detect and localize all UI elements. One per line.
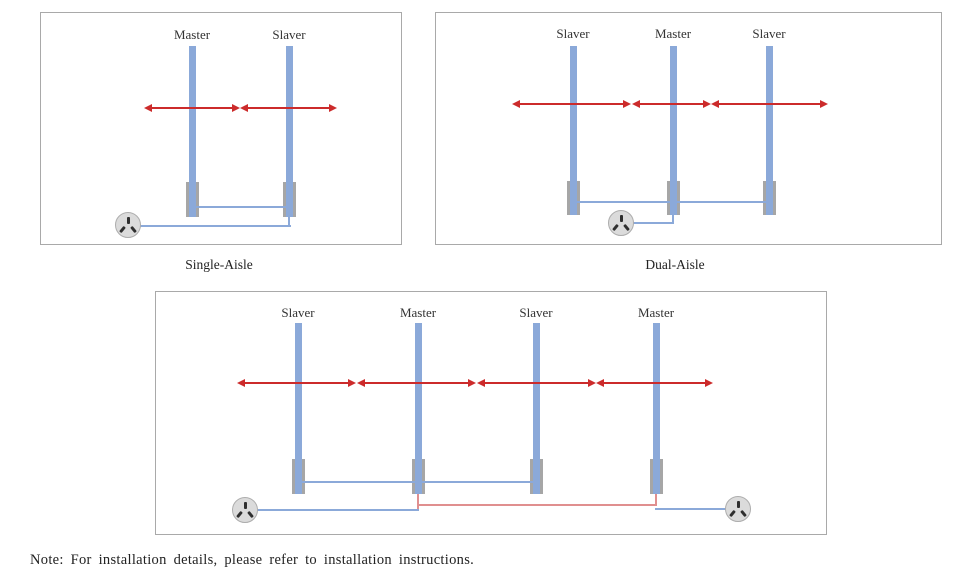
- detection-range-arrow: [144, 104, 240, 112]
- post-label-slaver: Slaver: [519, 305, 553, 320]
- outlet-slot: [736, 501, 740, 508]
- note-text: Note: For installation details, please r…: [30, 552, 475, 568]
- antenna-post-slaver: [765, 46, 773, 215]
- outlet-slot: [243, 502, 247, 509]
- post-label-slaver: Slaver: [556, 26, 590, 41]
- power-outlet-icon: [608, 210, 634, 236]
- outlet-slot: [612, 223, 619, 232]
- outlet-slot: [126, 217, 130, 224]
- detection-range-arrow: [632, 100, 711, 108]
- outlet-slot: [130, 225, 137, 234]
- panel-caption-single-aisle: Single-Aisle: [185, 257, 253, 272]
- antenna-post-slaver: [285, 46, 293, 217]
- detection-range-arrow: [237, 379, 356, 387]
- post-label-master: Master: [399, 305, 437, 320]
- single-aisle-panel: Master Slaver: [40, 12, 402, 245]
- master-link-wire: [417, 494, 419, 511]
- detection-range-arrow: [477, 379, 596, 387]
- antenna-post-slaver: [569, 46, 577, 215]
- antenna-post-master: [414, 323, 422, 494]
- sync-wire: [192, 206, 289, 208]
- antenna-post-slaver: [294, 323, 302, 494]
- outlet-slot: [729, 509, 736, 518]
- power-outlet-icon: [115, 212, 141, 238]
- antenna-post-master: [669, 46, 677, 215]
- power-wire: [655, 508, 738, 510]
- outlet-slot: [119, 225, 126, 234]
- post-label-master: Master: [173, 27, 211, 42]
- power-wire: [245, 509, 419, 511]
- outlet-slot: [619, 215, 623, 222]
- outlet-slot: [740, 509, 747, 518]
- detection-range-arrow: [240, 104, 337, 112]
- detection-range-arrow: [357, 379, 476, 387]
- master-link-wire: [417, 504, 657, 506]
- antenna-post-master: [188, 46, 196, 217]
- power-outlet-icon: [725, 496, 751, 522]
- dual-aisle-panel: Slaver Master Slaver: [435, 12, 942, 245]
- antenna-post-slaver: [532, 323, 540, 494]
- antenna-post-master: [652, 323, 660, 494]
- post-label-slaver: Slaver: [272, 27, 306, 42]
- detection-range-arrow: [596, 379, 713, 387]
- detection-range-arrow: [512, 100, 631, 108]
- multi-aisle-panel: Slaver Master Slaver Master: [155, 291, 827, 535]
- detection-range-arrow: [711, 100, 828, 108]
- post-label-master: Master: [637, 305, 675, 320]
- outlet-slot: [623, 223, 630, 232]
- power-outlet-icon: [232, 497, 258, 523]
- outlet-slot: [236, 510, 243, 519]
- power-wire: [672, 214, 674, 224]
- power-wire: [621, 222, 674, 224]
- power-wire: [288, 215, 290, 227]
- master-link-wire: [655, 494, 657, 506]
- post-label-master: Master: [654, 26, 692, 41]
- post-label-slaver: Slaver: [752, 26, 786, 41]
- post-label-slaver: Slaver: [281, 305, 315, 320]
- outlet-slot: [247, 510, 254, 519]
- power-wire: [126, 225, 291, 227]
- panel-caption-dual-aisle: Dual-Aisle: [645, 257, 705, 272]
